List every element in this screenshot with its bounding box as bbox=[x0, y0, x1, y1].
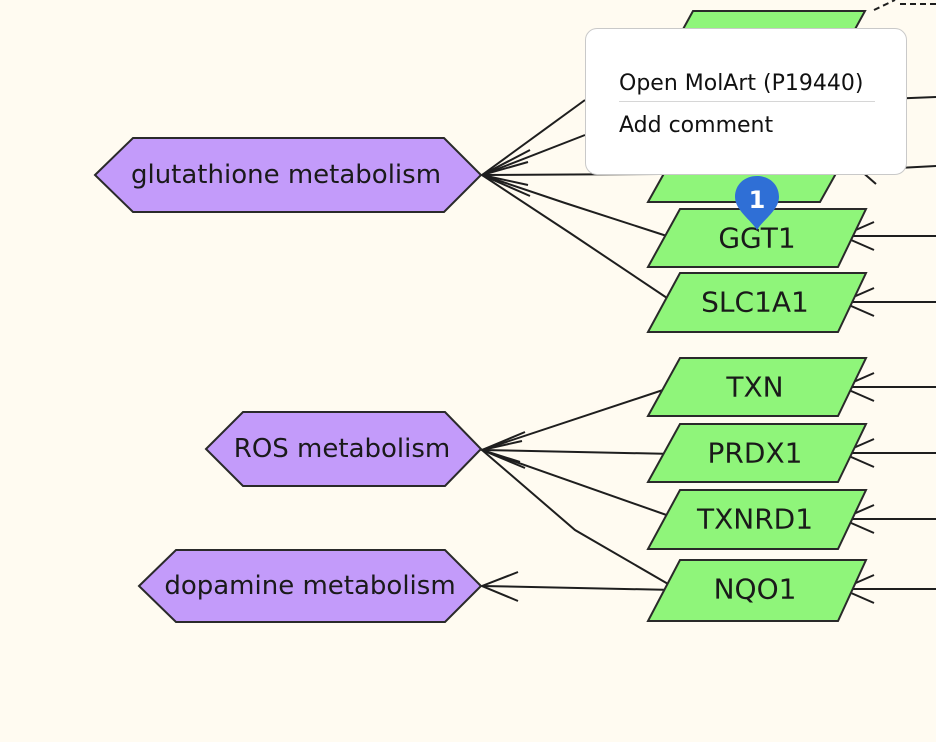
gene-node-txnrd1[interactable]: TXNRD1 bbox=[646, 489, 868, 550]
context-menu: Open MolArt (P19440) Add comment bbox=[585, 28, 907, 175]
comment-badge[interactable]: 1 bbox=[733, 174, 781, 232]
gene-node-prdx1[interactable]: PRDX1 bbox=[646, 423, 868, 483]
gene-node-slc1a1[interactable]: SLC1A1 bbox=[646, 272, 868, 333]
arrowhead-ros bbox=[478, 431, 526, 469]
edge-ggt1-glutathione bbox=[481, 174, 674, 239]
menu-item-add-comment[interactable]: Add comment bbox=[619, 113, 774, 138]
edge-slc1a1-glutathione bbox=[481, 174, 674, 303]
edge-glutathione-top2 bbox=[481, 134, 586, 176]
badge-count: 1 bbox=[748, 186, 766, 214]
pathway-label: glutathione metabolism bbox=[131, 160, 441, 190]
edge-nqo1-dopamine bbox=[481, 585, 676, 591]
gene-node-ggt1[interactable]: GGT1 bbox=[646, 208, 868, 268]
dashed-fragment bbox=[873, 0, 936, 11]
edge-nqo1-ros bbox=[481, 449, 676, 589]
edge-prdx1-ros bbox=[481, 449, 676, 455]
gene-label: SLC1A1 bbox=[701, 286, 809, 319]
gene-label: TXN bbox=[725, 371, 783, 404]
gene-label: NQO1 bbox=[714, 573, 797, 606]
menu-divider bbox=[619, 101, 875, 102]
edge-txnrd1-ros bbox=[481, 449, 676, 519]
pathway-nodes: glutathione metabolism ROS metabolism do… bbox=[93, 137, 483, 623]
menu-item-open-molart[interactable]: Open MolArt (P19440) bbox=[619, 71, 864, 96]
edge-txn-ros bbox=[481, 385, 676, 451]
pathway-node-ros[interactable]: ROS metabolism bbox=[204, 411, 483, 487]
map-pin-icon bbox=[735, 176, 779, 230]
gene-label: TXNRD1 bbox=[696, 503, 813, 536]
gene-node-txn[interactable]: TXN bbox=[646, 357, 868, 417]
gene-node-nqo1[interactable]: NQO1 bbox=[646, 559, 868, 622]
pathway-label: dopamine metabolism bbox=[164, 571, 455, 601]
gene-label: PRDX1 bbox=[708, 437, 803, 470]
pathway-node-glutathione[interactable]: glutathione metabolism bbox=[93, 137, 483, 213]
pathway-node-dopamine[interactable]: dopamine metabolism bbox=[137, 549, 483, 623]
edge-glutathione-top1 bbox=[481, 99, 586, 176]
pathway-label: ROS metabolism bbox=[234, 434, 450, 464]
